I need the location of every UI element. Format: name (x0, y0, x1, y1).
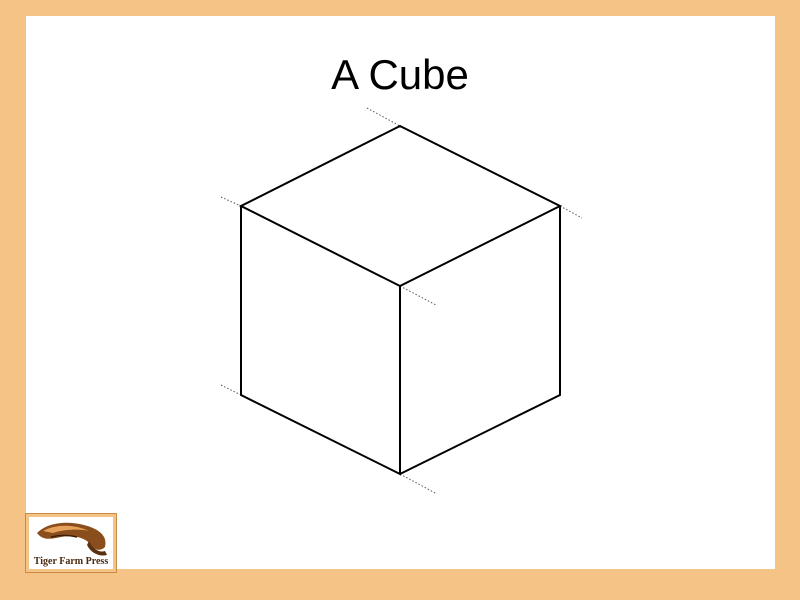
guide-line-left-top (220, 196, 242, 207)
logo-panel: Tiger Farm Press (29, 517, 113, 569)
guide-line-left-bottom (220, 384, 242, 396)
tiger-icon (37, 522, 107, 556)
publisher-logo: Tiger Farm Press (25, 513, 117, 573)
cube-top-face (238, 124, 563, 288)
guide-line-top (366, 107, 401, 127)
logo-text: Tiger Farm Press (33, 556, 109, 567)
slide-title: A Cube (331, 51, 469, 98)
guide-line-center (399, 285, 437, 306)
guide-line-bottom (399, 473, 438, 495)
cube-left-face (240, 206, 401, 476)
cube-right-face (399, 206, 561, 475)
guide-line-right-top (559, 205, 583, 219)
